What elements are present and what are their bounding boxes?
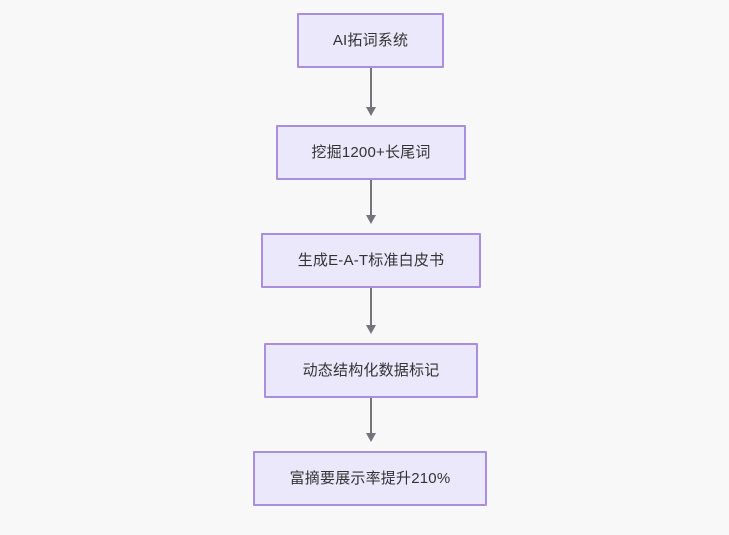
arrowhead-icon: [366, 215, 376, 224]
flow-node-label: 动态结构化数据标记: [302, 361, 440, 379]
flow-node-label: AI拓词系统: [332, 31, 409, 49]
flow-node-2[interactable]: 挖掘1200+长尾词: [276, 125, 466, 180]
arrowhead-icon: [366, 325, 376, 334]
flow-node-1[interactable]: AI拓词系统: [297, 13, 444, 68]
flow-node-5[interactable]: 富摘要展示率提升210%: [253, 451, 487, 506]
flow-node-3[interactable]: 生成E-A-T标准白皮书: [261, 233, 481, 288]
edge-line: [370, 398, 372, 434]
flow-node-4[interactable]: 动态结构化数据标记: [264, 343, 478, 398]
arrowhead-icon: [366, 107, 376, 116]
edge-line: [370, 68, 372, 108]
flow-node-label: 生成E-A-T标准白皮书: [297, 251, 445, 269]
edge-line: [370, 288, 372, 326]
arrowhead-icon: [366, 433, 376, 442]
edge-line: [370, 180, 372, 216]
flow-node-label: 富摘要展示率提升210%: [289, 469, 451, 487]
flow-node-label: 挖掘1200+长尾词: [311, 143, 431, 161]
